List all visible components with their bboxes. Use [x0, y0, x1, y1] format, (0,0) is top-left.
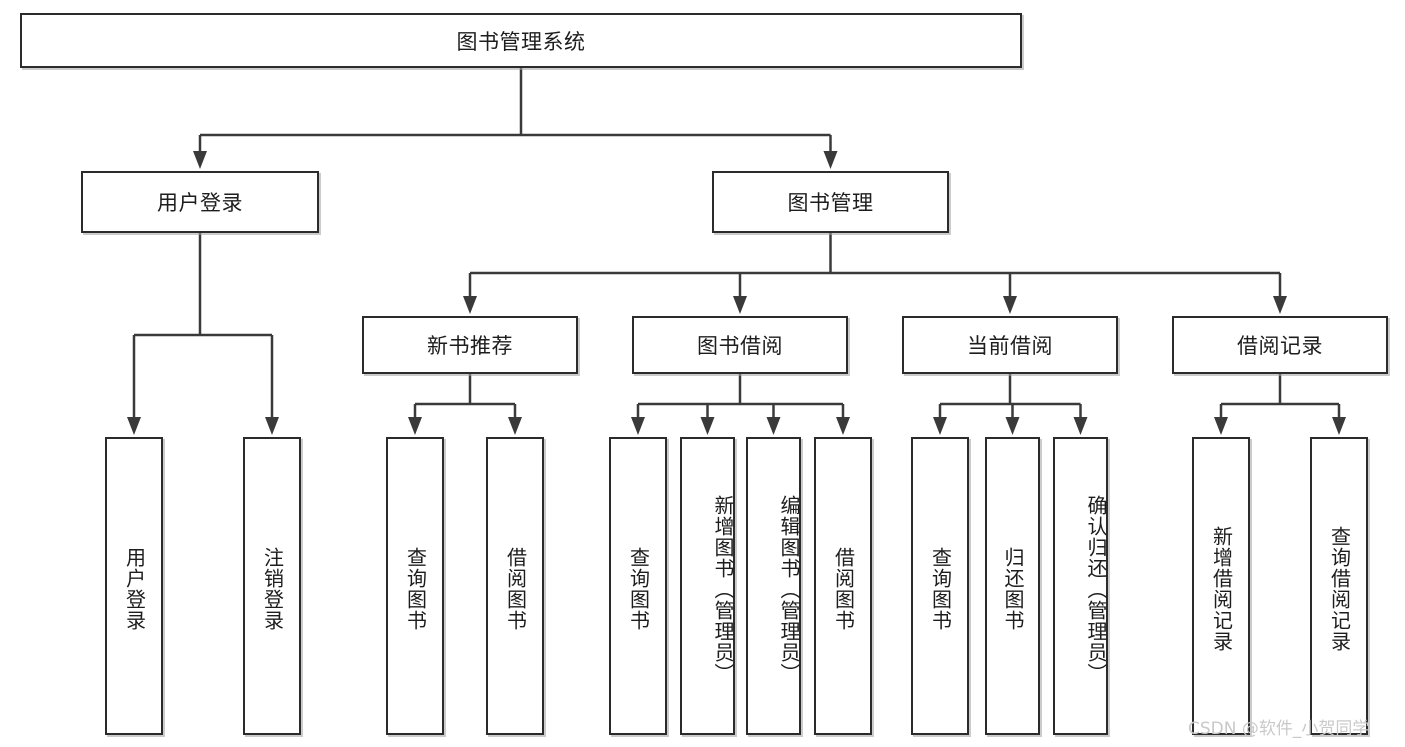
arrow-head-icon	[836, 417, 850, 435]
node-label: 借阅图书	[831, 547, 856, 631]
node-label: 图书借阅	[697, 334, 783, 358]
node-leaf-edit-book[interactable]: 编辑图书（管理员）	[746, 437, 801, 735]
arrow-head-icon	[1073, 417, 1088, 435]
node-label: 查询图书	[626, 547, 651, 631]
node-label: 查询图书	[928, 547, 953, 631]
arrow-head-icon	[1214, 417, 1228, 435]
node-label: 编辑图书（管理员）	[777, 494, 801, 684]
arrow-head-icon	[733, 296, 747, 314]
node-label: 归还图书	[1001, 547, 1025, 631]
arrow-head-icon	[700, 417, 715, 435]
node-label: 图书管理系统	[456, 29, 586, 54]
node-leaf-confirm-return[interactable]: 确认归还（管理员）	[1053, 437, 1108, 735]
node-root[interactable]: 图书管理系统	[20, 13, 1022, 68]
arrow-head-icon	[766, 417, 781, 435]
node-leaf-borrow-book-1[interactable]: 借阅图书	[486, 437, 544, 735]
arrow-head-icon	[1005, 417, 1020, 435]
node-label: 新书推荐	[427, 334, 513, 358]
node-leaf-query-book-3[interactable]: 查询图书	[911, 437, 969, 735]
node-label: 新增图书（管理员）	[711, 494, 735, 684]
node-leaf-borrow-book-2[interactable]: 借阅图书	[814, 437, 872, 735]
arrow-head-icon	[1273, 296, 1287, 314]
node-label: 确认归还（管理员）	[1084, 494, 1108, 684]
node-label: 借阅记录	[1237, 334, 1323, 358]
node-label: 用户登录	[157, 191, 243, 215]
node-label: 借阅图书	[503, 547, 528, 631]
node-leaf-user-logout[interactable]: 注销登录	[243, 437, 301, 735]
arrow-head-icon	[1003, 296, 1017, 314]
node-current-borrow[interactable]: 当前借阅	[902, 316, 1118, 374]
node-leaf-query-book-2[interactable]: 查询图书	[609, 437, 667, 735]
arrow-head-icon	[408, 417, 422, 435]
node-leaf-add-book[interactable]: 新增图书（管理员）	[680, 437, 735, 735]
node-leaf-return-book[interactable]: 归还图书	[985, 437, 1040, 735]
node-user-login[interactable]: 用户登录	[81, 171, 319, 233]
arrow-head-icon	[631, 417, 645, 435]
node-book-borrow[interactable]: 图书借阅	[632, 316, 848, 374]
arrow-head-icon	[463, 296, 477, 314]
node-leaf-add-record[interactable]: 新增借阅记录	[1192, 437, 1250, 735]
node-label: 图书管理	[787, 191, 874, 215]
arrow-head-icon	[127, 417, 141, 435]
watermark: CSDN @软件_小贺同学	[1188, 719, 1370, 739]
arrow-head-icon	[193, 151, 207, 169]
node-label: 新增借阅记录	[1209, 526, 1234, 652]
node-label: 注销登录	[260, 547, 285, 631]
node-new-book-rec[interactable]: 新书推荐	[362, 316, 578, 374]
node-leaf-query-record[interactable]: 查询借阅记录	[1310, 437, 1368, 735]
node-leaf-user-login[interactable]: 用户登录	[105, 437, 163, 735]
node-label: 查询图书	[403, 547, 428, 631]
node-book-manage[interactable]: 图书管理	[712, 171, 949, 233]
node-label: 用户登录	[122, 547, 147, 631]
node-borrow-record[interactable]: 借阅记录	[1172, 316, 1388, 374]
arrow-head-icon	[1332, 417, 1346, 435]
arrow-head-icon	[933, 417, 947, 435]
node-label: 查询借阅记录	[1327, 526, 1352, 652]
arrow-head-icon	[823, 151, 838, 169]
arrow-head-icon	[265, 417, 279, 435]
arrow-head-icon	[508, 417, 522, 435]
node-leaf-query-book-1[interactable]: 查询图书	[386, 437, 444, 735]
node-label: 当前借阅	[967, 334, 1053, 358]
